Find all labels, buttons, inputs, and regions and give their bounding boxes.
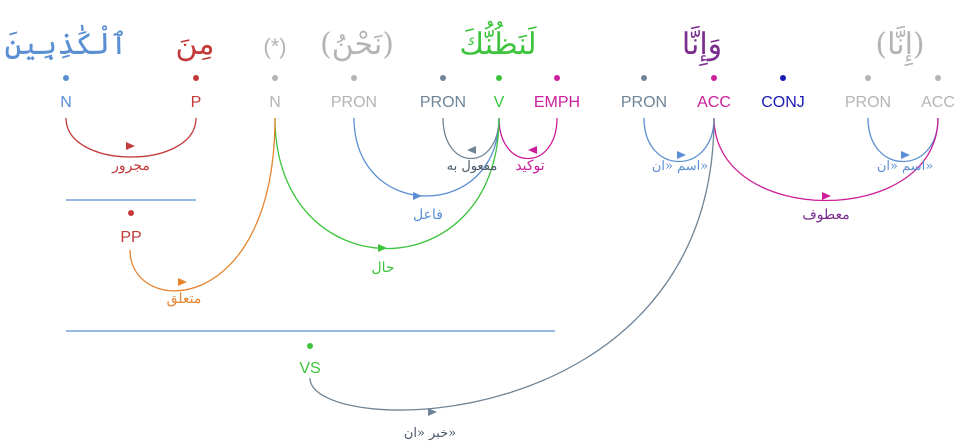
arrowhead-tawkid xyxy=(528,146,537,154)
word-lanazunnuka: لَنَظُنُّكَ xyxy=(459,20,536,62)
tag-emph: EMPH xyxy=(534,94,580,111)
arc-khabar xyxy=(309,117,715,411)
arc-ism-inna-1 xyxy=(867,117,939,163)
dependency-arcs xyxy=(65,117,939,411)
arrowhead-majrur xyxy=(126,142,135,150)
tag-pron-4: PRON xyxy=(331,94,377,111)
arc-fail xyxy=(353,117,500,197)
tag-pron-3: PRON xyxy=(420,94,466,111)
word-mina: مِنَ xyxy=(176,27,215,62)
dot-pron2 xyxy=(641,75,647,81)
rel-hal: حال xyxy=(371,260,394,276)
token-dots xyxy=(63,75,941,81)
arrowhead-hal xyxy=(378,244,387,252)
tag-acc-1: ACC xyxy=(921,94,955,111)
tag-conj: CONJ xyxy=(761,94,805,111)
phrase-vs: VS xyxy=(299,360,320,377)
word-inna-hidden: (إِنَّا) xyxy=(875,25,924,67)
dot-acc1 xyxy=(935,75,941,81)
word-nahnu-hidden: (نَحْنُ) xyxy=(320,27,394,62)
rel-maatuf: معطوف xyxy=(802,207,849,223)
dot-conj xyxy=(780,75,786,81)
tag-v: V xyxy=(494,94,505,111)
rel-fail: فاعل xyxy=(413,207,443,223)
arrowhead-ism-2 xyxy=(677,151,686,159)
arc-maatuf xyxy=(713,117,939,202)
rel-khabar-inna: خبر «ان» xyxy=(404,426,456,441)
arc-arrowheads xyxy=(126,142,910,416)
dot-p xyxy=(193,75,199,81)
arc-mutaallaq xyxy=(129,117,276,292)
tag-n-1: N xyxy=(269,94,281,111)
dot-pron4 xyxy=(351,75,357,81)
tag-pron-2: PRON xyxy=(621,94,667,111)
rel-tawkid: توكيد xyxy=(515,158,544,174)
dot-emph xyxy=(554,75,560,81)
word-elided-star: (*) xyxy=(263,34,286,59)
dot-pp xyxy=(128,210,134,216)
rel-ism-inna-1: اسم «ان» xyxy=(877,159,933,174)
tag-p: P xyxy=(191,94,202,111)
dot-pron3 xyxy=(440,75,446,81)
arrowhead-maatuf xyxy=(822,192,831,200)
dot-v xyxy=(496,75,502,81)
rel-mutaallaq: متعلق xyxy=(167,291,202,307)
tag-acc-2: ACC xyxy=(697,94,731,111)
arc-ism-inna-2 xyxy=(643,117,715,163)
rel-ism-inna-2: اسم «ان» xyxy=(652,159,708,174)
arrowhead-mutaallaq xyxy=(178,278,187,286)
phrase-pp: PP xyxy=(120,229,141,246)
word-wa-inna: وَإِنَّا xyxy=(682,25,722,67)
arrowhead-mafool xyxy=(467,146,476,154)
tag-pron-1: PRON xyxy=(845,94,891,111)
rel-majrur: مجرور xyxy=(111,158,150,174)
word-alkadhibina: ٱلْكَٰذِبِينَ xyxy=(4,24,127,62)
rel-mafool-bih: مفعول به xyxy=(447,159,498,174)
tag-n-2: N xyxy=(60,94,72,111)
dot-n2 xyxy=(63,75,69,81)
dot-acc2 xyxy=(711,75,717,81)
arrowhead-khabar xyxy=(428,408,437,416)
arrowhead-fail xyxy=(413,192,422,200)
arc-mafool xyxy=(442,117,500,159)
dot-vs xyxy=(307,343,313,349)
arrowhead-ism-1 xyxy=(901,151,910,159)
arc-tawkid xyxy=(498,117,558,159)
arc-majrur xyxy=(65,117,197,158)
dot-pron1 xyxy=(865,75,871,81)
dot-n1 xyxy=(272,75,278,81)
arc-hal xyxy=(274,117,500,250)
